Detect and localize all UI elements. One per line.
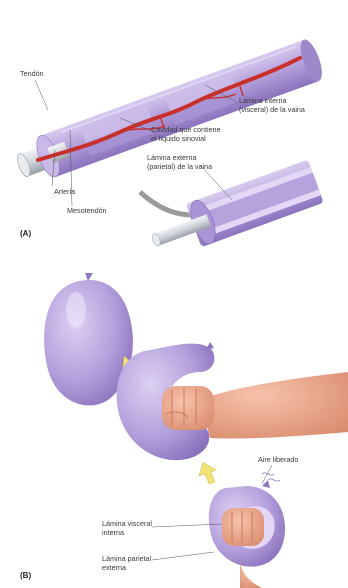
label-outer-lamina-line2: (parietal) de la vaina	[147, 163, 212, 172]
forearm	[200, 372, 348, 439]
fist	[162, 386, 214, 430]
label-parietal-line2: externa	[102, 564, 126, 573]
label-artery: Arteria	[54, 188, 75, 197]
panel-a-letter: (A)	[20, 229, 31, 238]
inner-fist	[222, 508, 264, 546]
label-air-released: Aire liberado	[258, 456, 298, 465]
tendon-sheath-drawing	[11, 37, 326, 262]
label-tendon: Tendón	[20, 70, 44, 79]
release-arrow	[199, 462, 216, 484]
label-visceral-line2: interna	[102, 529, 124, 538]
label-inner-lamina-line2: (visceral) de la vaina	[239, 106, 305, 115]
label-cavity-line2: el líquido sinovial	[151, 135, 206, 144]
panel-b-letter: (B)	[20, 571, 31, 580]
label-mesotendon: Mesotendón	[67, 207, 107, 216]
balloon-analogy-drawing	[44, 273, 348, 588]
